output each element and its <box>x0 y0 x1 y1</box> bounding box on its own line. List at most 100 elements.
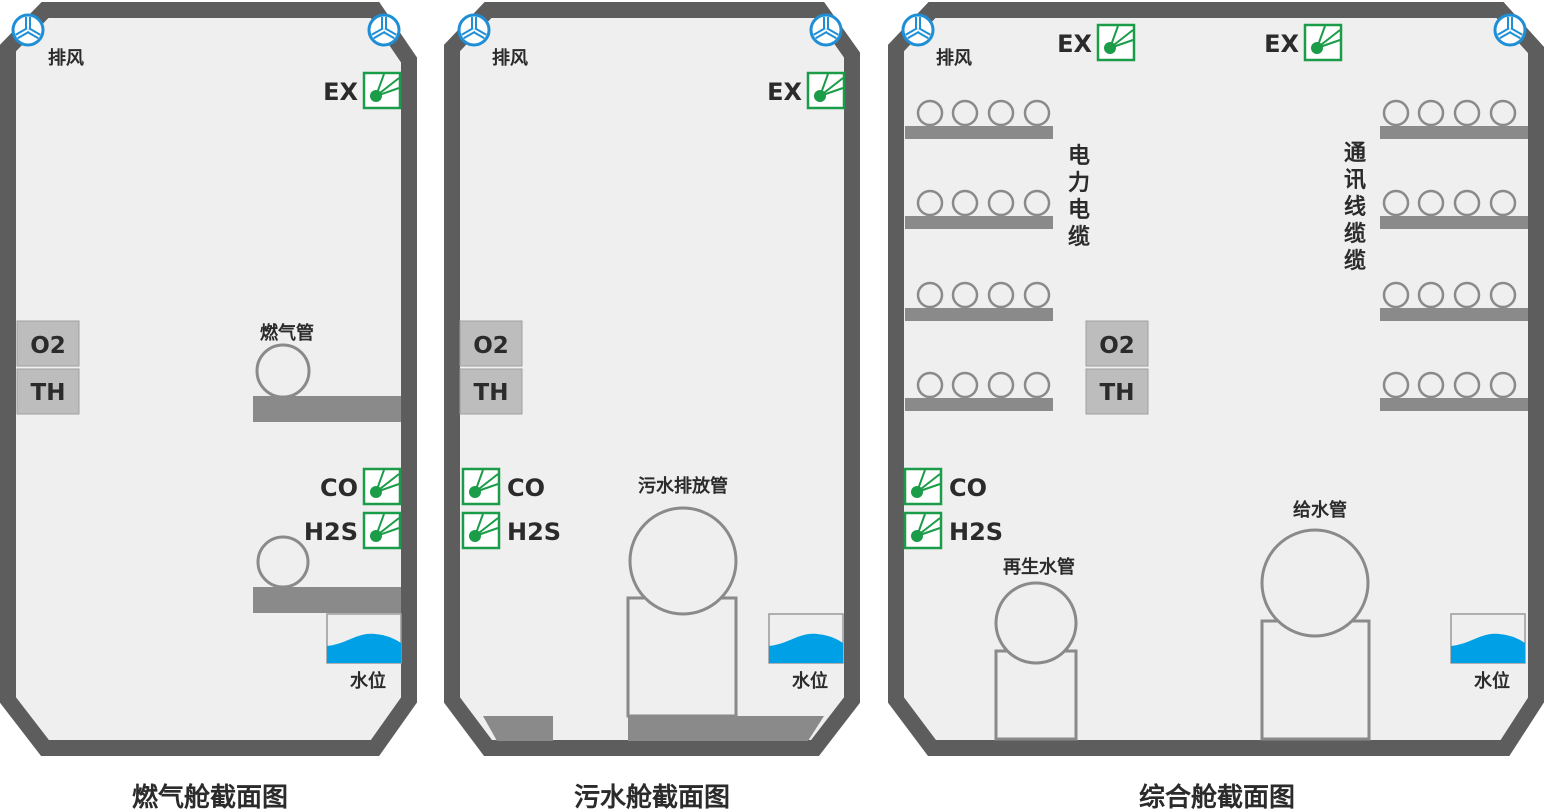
supply-water-pipe-label: 给水管 <box>1293 499 1347 521</box>
cable <box>1453 189 1481 217</box>
co-gas-sensor: CO <box>461 467 545 506</box>
gas-detector-icon <box>362 467 402 506</box>
cable <box>916 189 944 217</box>
water-level-label: 水位 <box>350 670 386 692</box>
cable <box>916 99 944 127</box>
sewage-pipe-label: 污水排放管 <box>638 475 728 497</box>
cable-tray <box>1380 189 1528 229</box>
pipe-pedestal <box>994 649 1078 741</box>
exhaust-fan-icon <box>457 13 491 47</box>
sensor-label: CO <box>320 474 358 502</box>
cable <box>1453 281 1481 309</box>
svg-text:O2: O2 <box>473 333 509 359</box>
gas-detector-icon <box>806 71 846 110</box>
exhaust-fan-icon <box>901 13 935 47</box>
o2-th-sensor: O2 TH <box>16 320 80 415</box>
water-level-icon <box>768 613 844 664</box>
svg-text:TH: TH <box>31 380 66 406</box>
svg-text:TH: TH <box>474 380 509 406</box>
cable-tray <box>1380 99 1528 139</box>
comm-cable-label: 通讯线缆缆 <box>1344 141 1366 274</box>
sewage-cabin-caption: 污水舱截面图 <box>574 782 730 810</box>
sewage-cabin-wall <box>444 2 860 756</box>
cable-tray <box>1380 281 1528 321</box>
gas-cabin-caption: 燃气舱截面图 <box>132 782 288 810</box>
exhaust-label: 排风 <box>936 47 972 69</box>
gas-detector-icon <box>1303 23 1343 62</box>
cable-tray <box>1380 371 1528 411</box>
water-level-icon <box>1450 613 1526 664</box>
water-level-label: 水位 <box>1474 670 1510 692</box>
h2s-gas-sensor: H2S <box>903 511 1003 550</box>
cable <box>1382 281 1410 309</box>
pipe-support <box>253 587 401 613</box>
exhaust-fan-icon <box>367 13 401 47</box>
h2s-gas-sensor: H2S <box>304 511 402 550</box>
cable <box>1417 99 1445 127</box>
cable <box>951 99 979 127</box>
cable <box>951 189 979 217</box>
svg-text:TH: TH <box>1100 380 1135 406</box>
cable-tray <box>905 371 1053 411</box>
cable <box>987 189 1015 217</box>
cable-tray <box>905 189 1053 229</box>
pipe-support <box>253 396 401 422</box>
cable <box>1453 371 1481 399</box>
cable <box>1417 281 1445 309</box>
ex-gas-sensor: EX <box>1264 23 1343 62</box>
cable <box>1417 371 1445 399</box>
sensor-label: H2S <box>507 518 561 546</box>
cable <box>951 371 979 399</box>
o2-th-sensor: O2 TH <box>459 320 523 415</box>
sensor-label: H2S <box>949 518 1003 546</box>
sensor-label: CO <box>507 474 545 502</box>
ex-gas-sensor: EX <box>767 71 846 110</box>
integrated-cabin-wall <box>888 2 1544 756</box>
sensor-label: CO <box>949 474 987 502</box>
gas-pipe <box>255 343 311 399</box>
water-level-sensor: 水位 <box>768 613 844 692</box>
gas-detector-icon <box>461 467 501 506</box>
co-gas-sensor: CO <box>903 467 987 506</box>
floor-block <box>628 716 824 741</box>
water-level-label: 水位 <box>792 670 828 692</box>
cable <box>1417 189 1445 217</box>
water-level-sensor: 水位 <box>1450 613 1526 692</box>
cable-tray <box>905 99 1053 139</box>
gas-detector-icon <box>903 467 943 506</box>
integrated-cabin-caption: 综合舱截面图 <box>1139 782 1295 810</box>
cable <box>1023 281 1051 309</box>
sensor-label: EX <box>767 78 802 106</box>
exhaust-label: 排风 <box>48 47 84 69</box>
pipe-pedestal <box>626 596 738 718</box>
cable <box>987 99 1015 127</box>
ex-gas-sensor: EX <box>1057 23 1136 62</box>
water-level-sensor: 水位 <box>326 613 402 692</box>
gas-detector-icon <box>461 511 501 550</box>
floor-block <box>483 716 553 741</box>
gas-detector-icon <box>1096 23 1136 62</box>
cable <box>1489 99 1517 127</box>
cable <box>916 281 944 309</box>
power-cable-label: 电力电缆 <box>1068 144 1090 250</box>
cable <box>987 371 1015 399</box>
exhaust-fan-icon <box>11 13 45 47</box>
sensor-label: H2S <box>304 518 358 546</box>
cable <box>1382 189 1410 217</box>
gas-detector-icon <box>362 511 402 550</box>
h2s-gas-sensor: H2S <box>461 511 561 550</box>
reclaimed-water-pipe-label: 再生水管 <box>1003 556 1075 578</box>
cable <box>987 281 1015 309</box>
cable <box>1453 99 1481 127</box>
cable <box>1382 371 1410 399</box>
gas-pipe <box>256 535 310 589</box>
co-gas-sensor: CO <box>320 467 402 506</box>
reclaimed-water-pipe <box>994 581 1078 665</box>
sensor-label: EX <box>1057 30 1092 58</box>
exhaust-fan-icon <box>809 13 843 47</box>
supply-water-pipe <box>1260 528 1370 638</box>
exhaust-fan-icon <box>1493 13 1527 47</box>
cable <box>1382 99 1410 127</box>
sensor-label: EX <box>323 78 358 106</box>
